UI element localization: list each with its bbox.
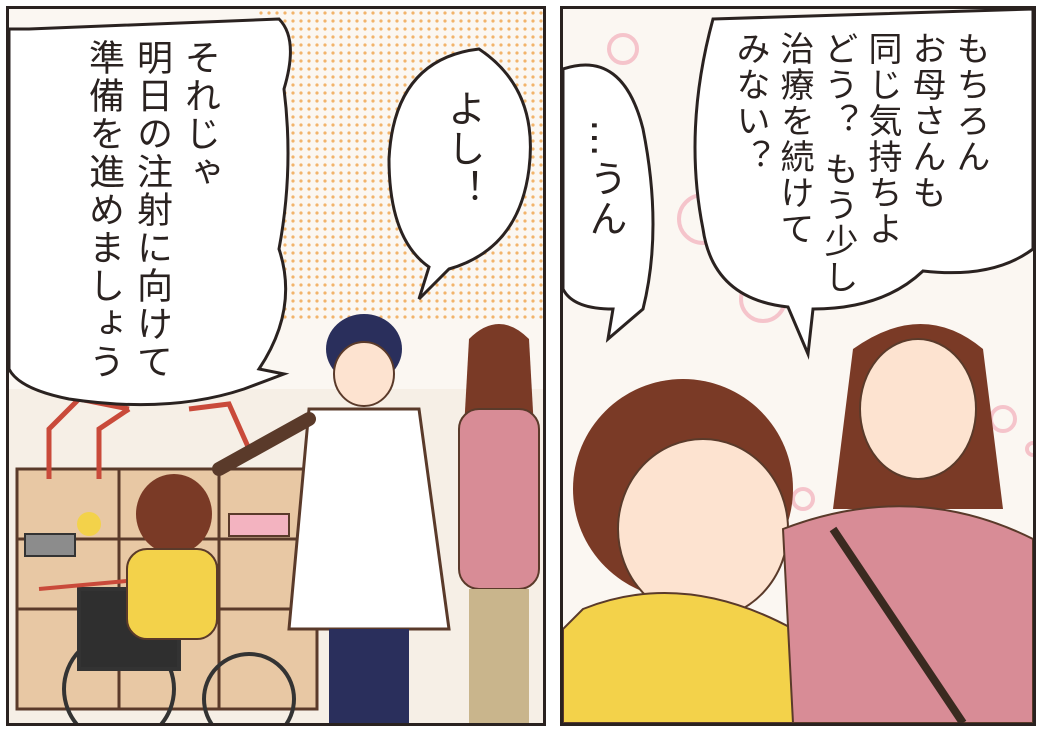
- mother: [781, 324, 1033, 723]
- speech-bubble-mother-shape: [693, 9, 1033, 360]
- mother-line: 同じ気持ちよ: [862, 31, 902, 247]
- comic-panel-left: それじゃ明日の注射に向けて準備を進めましょう よし！: [6, 6, 546, 726]
- speech-bubble-boy: …うん: [583, 119, 627, 239]
- doctor: [212, 314, 451, 723]
- panel-right-artwork: [563, 9, 1033, 723]
- instruction-line: 準備を進めましょう: [83, 39, 124, 381]
- mother-line: お母さんも: [906, 31, 946, 211]
- grey-box: [24, 533, 76, 557]
- child-in-wheelchair: [126, 474, 218, 640]
- instruction-line: 明日の注射に向けて: [131, 39, 172, 381]
- speech-bubble-yoshi-shape: [387, 47, 532, 301]
- yellow-toy: [77, 512, 101, 536]
- instruction-line: それじゃ: [179, 39, 220, 191]
- mother-line: 治療を続けて: [774, 31, 814, 247]
- mother-line: どう？ もう少し: [818, 31, 858, 296]
- speech-bubble-boy-shape: [563, 63, 655, 343]
- speech-bubble-mother: もちろんお母さんも同じ気持ちよどう？ もう少し治療を続けてみない？: [728, 31, 992, 296]
- mother-back: [458, 324, 540, 723]
- pink-block: [228, 513, 290, 537]
- speech-bubble-instruction-shape: [9, 17, 292, 407]
- boy: [563, 379, 805, 723]
- speech-bubble-yoshi: よし！: [441, 89, 485, 209]
- speech-bubble-instruction: それじゃ明日の注射に向けて準備を進めましょう: [79, 39, 223, 381]
- mother-line: もちろん: [950, 31, 990, 175]
- panel-left-artwork: [9, 9, 543, 723]
- mother-line: みない？: [730, 31, 770, 175]
- comic-panel-right: もちろんお母さんも同じ気持ちよどう？ もう少し治療を続けてみない？ …うん: [560, 6, 1036, 726]
